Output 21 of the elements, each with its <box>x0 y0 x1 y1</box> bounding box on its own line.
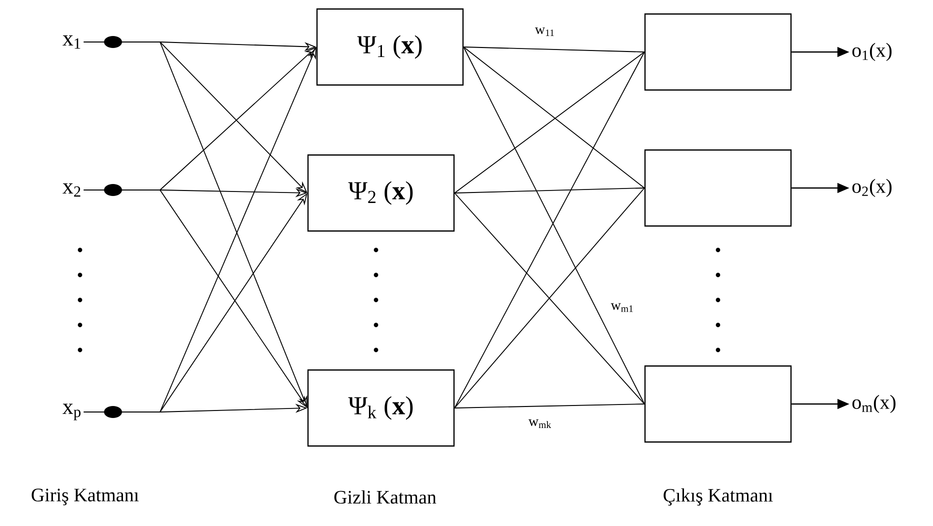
output-label: o$_{1}$(x) <box>852 42 892 62</box>
input-label: x$_{1}$ <box>62 35 80 49</box>
output-neuron-box <box>644 365 792 443</box>
layer-label: Giriş Katmanı <box>32 488 139 506</box>
edge-label: w$_{m1}$ <box>610 302 635 313</box>
hidden-neuron-box: Ψ$_{2}$ (x) <box>307 154 455 232</box>
connection-line <box>454 188 645 194</box>
edge-label: w$_{mk}$ <box>527 418 553 429</box>
layer-label: Çıkış Katmanı <box>664 488 773 506</box>
layer-label: Gizli Katman <box>334 490 436 504</box>
output-label: o$_{2}$(x) <box>852 178 892 198</box>
input-label: x$_{p}$ <box>62 404 81 420</box>
output-neuron-box <box>644 13 792 91</box>
input-label: x$_{2}$ <box>62 183 80 197</box>
output-neuron-box <box>644 149 792 227</box>
connection-line <box>463 46 645 52</box>
hidden-neuron-box: Ψ$_{1}$ (x) <box>316 8 464 86</box>
connection-line <box>454 404 645 408</box>
output-label: o$_{m}$(x) <box>852 394 896 414</box>
edge-label: w$_{11}$ <box>534 26 556 38</box>
hidden-neuron-box: Ψ$_{k}$ (x) <box>307 369 455 447</box>
